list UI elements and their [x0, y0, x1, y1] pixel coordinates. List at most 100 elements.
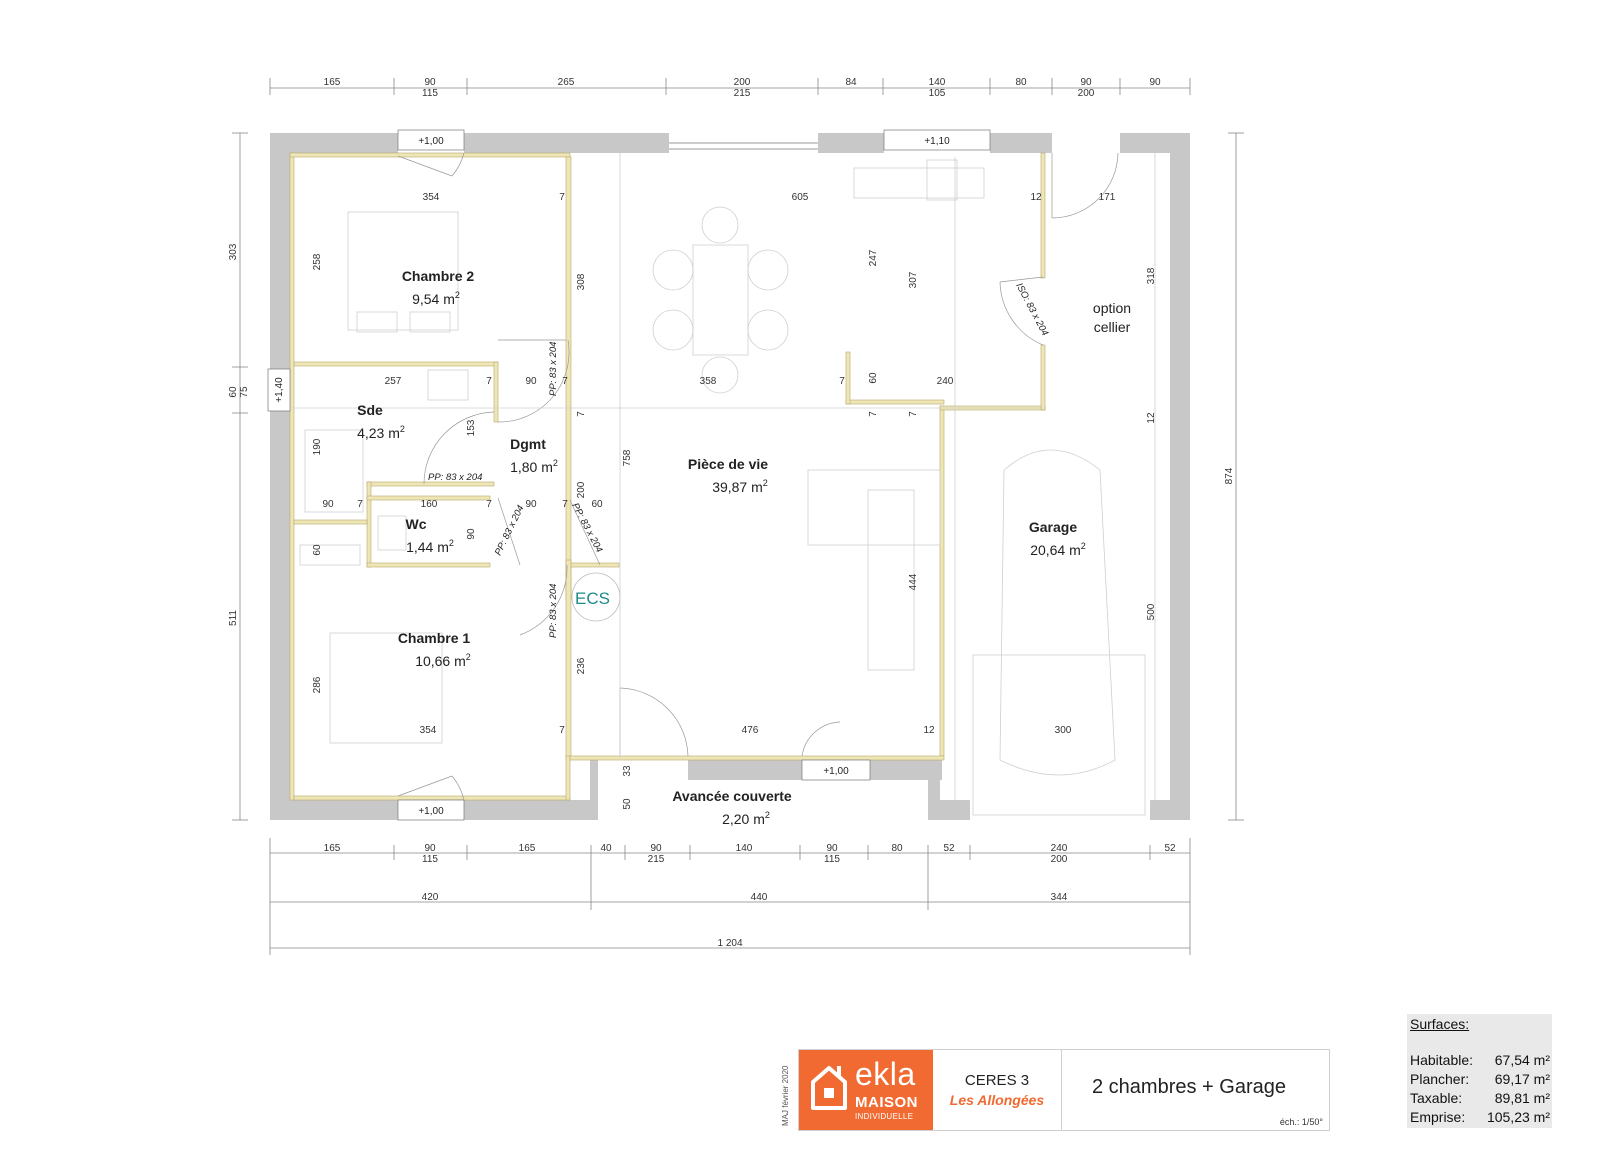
dim-interior: 7 — [576, 411, 587, 417]
dim-bottom: 165 — [519, 843, 536, 854]
dim-bottom3: 344 — [1051, 892, 1068, 903]
dim-interior: 258 — [312, 253, 323, 270]
dim-bottom2: 115 — [824, 854, 840, 865]
dim-top: 165 — [324, 77, 341, 88]
model-block: CERES 3 Les Allongées — [933, 1050, 1062, 1130]
surface-value: 89,81 m² — [1494, 1090, 1550, 1106]
dim-interior: 308 — [576, 273, 587, 290]
room-area-chambre-2: 9,54 m2 — [412, 290, 460, 307]
dim-total: 1 204 — [717, 938, 742, 949]
dim-bottom: 165 — [324, 843, 341, 854]
dim-interior: 190 — [312, 438, 323, 455]
dim-left: 511 — [228, 610, 239, 626]
room-area-avancee-couverte: 2,20 m2 — [722, 810, 770, 827]
update-date: MAJ février 2020 — [781, 1065, 790, 1126]
room-area-dgmt: 1,80 m2 — [510, 458, 558, 475]
dim-interior: 33 — [622, 765, 633, 777]
dim-interior: 307 — [908, 271, 919, 288]
dim-bottom3: 440 — [751, 892, 768, 903]
dim-interior: 318 — [1146, 267, 1157, 284]
dim-interior: 90 — [466, 528, 477, 540]
model-name: CERES 3 — [964, 1072, 1030, 1089]
dim-top: 140 — [929, 77, 946, 88]
dim-interior: 247 — [868, 249, 879, 266]
room-name-dgmt: Dgmt — [510, 436, 546, 452]
logo-maison: MAISON — [855, 1094, 918, 1111]
surface-row: Habitable: 67,54 m² — [1410, 1052, 1550, 1068]
dim-bottom2: 200 — [1051, 854, 1068, 865]
dim-interior: 60 — [868, 372, 879, 384]
room-name-wc: Wc — [406, 516, 427, 532]
dim-interior: 12 — [1030, 192, 1042, 203]
ecs-icon — [571, 572, 621, 622]
door-label: PP: 83 x 204 — [493, 504, 527, 558]
room-name-chambre-2: Chambre 2 — [402, 268, 475, 284]
dim-interior: 7 — [559, 192, 565, 203]
model-subtitle: Les Allongées — [949, 1092, 1045, 1108]
dim-left: 303 — [228, 243, 239, 260]
dim-bottom: 52 — [943, 843, 955, 854]
dim-bottom: 40 — [600, 843, 612, 854]
side-dimension-lines — [232, 132, 1244, 821]
dim-interior: 7 — [357, 499, 363, 510]
surface-row: Plancher: 69,17 m² — [1410, 1071, 1550, 1087]
dim-interior: 50 — [622, 798, 633, 810]
dim-interior: 7 — [486, 499, 492, 510]
surface-label: Plancher: — [1410, 1071, 1470, 1087]
house-logo-icon — [811, 1066, 847, 1110]
room-name-chambre-1: Chambre 1 — [398, 630, 471, 646]
dim-top: 80 — [1015, 77, 1027, 88]
windows — [267, 129, 991, 821]
surface-row: Emprise: 105,23 m² — [1410, 1109, 1550, 1125]
dim-interior: 300 — [1055, 725, 1072, 736]
dim-interior: 500 — [1146, 603, 1157, 620]
room-area-wc: 1,44 m2 — [406, 538, 454, 555]
room-name-piece-de-vie: Pièce de vie — [688, 456, 768, 472]
door-label: PP: 83 x 204 — [428, 472, 482, 483]
dim-top2: 215 — [734, 88, 751, 99]
surface-row: Taxable: 89,81 m² — [1410, 1090, 1550, 1106]
option-label: option — [1093, 300, 1131, 316]
window-tag: +1,10 — [924, 136, 950, 147]
window-tag: +1,00 — [418, 806, 444, 817]
room-name-sde: Sde — [357, 402, 383, 418]
dim-interior: 476 — [742, 725, 759, 736]
surfaces-table: Surfaces: Habitable: 67,54 m² Plancher: … — [1407, 1014, 1552, 1128]
bottom-dimension-lines — [269, 838, 1191, 955]
dim-interior: 7 — [562, 499, 568, 510]
dim-top2: 115 — [422, 88, 438, 99]
surfaces-title: Surfaces: — [1410, 1016, 1470, 1032]
dim-interior: 605 — [792, 192, 809, 203]
dim-top: 84 — [845, 77, 857, 88]
room-area-piece-de-vie: 39,87 m2 — [712, 478, 768, 495]
dim-interior: 12 — [923, 725, 935, 736]
dim-bottom2: 115 — [422, 854, 438, 865]
dim-bottom: 240 — [1051, 843, 1068, 854]
furniture — [290, 153, 1156, 816]
cellier-label: cellier — [1094, 319, 1131, 335]
door-label: ISO: 83 x 204 — [1013, 281, 1050, 337]
dim-interior: 7 — [908, 411, 919, 417]
window-tag: +1,40 — [274, 377, 285, 403]
dim-interior: 90 — [525, 376, 537, 387]
dim-left: 60 — [228, 386, 239, 398]
window-tag: +1,00 — [418, 136, 444, 147]
dim-interior: 257 — [385, 376, 402, 387]
dim-interior: 7 — [562, 376, 568, 387]
dim-interior: 200 — [576, 481, 587, 498]
room-area-garage: 20,64 m2 — [1030, 541, 1086, 558]
dim-bottom: 52 — [1164, 843, 1176, 854]
dim-bottom: 140 — [736, 843, 753, 854]
dim-interior: 171 — [1099, 192, 1116, 203]
top-dimensions — [269, 78, 1191, 95]
dim-interior: 7 — [839, 376, 845, 387]
dim-bottom2: 215 — [648, 854, 665, 865]
dim-interior: 358 — [700, 376, 717, 387]
dim-interior: 240 — [937, 376, 954, 387]
dim-left: 75 — [239, 386, 250, 398]
window-tag: +1,00 — [823, 766, 849, 777]
surface-label: Taxable: — [1410, 1090, 1463, 1106]
surface-value: 105,23 m² — [1486, 1109, 1550, 1125]
dim-bottom: 90 — [650, 843, 662, 854]
ecs-label: ECS — [575, 589, 610, 608]
